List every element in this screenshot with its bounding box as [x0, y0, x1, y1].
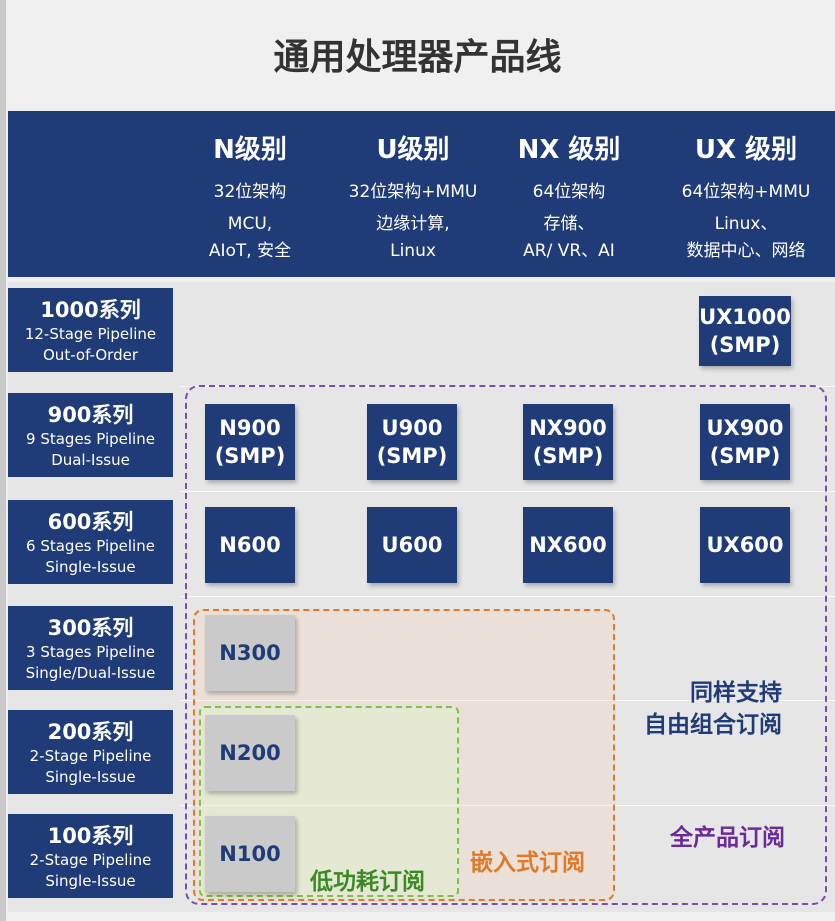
- level-name: NX 级别: [517, 135, 621, 165]
- chip-ux600: UX600: [700, 507, 790, 583]
- level-use: 边缘计算, Linux: [338, 211, 488, 265]
- chip-u900: U900 (SMP): [367, 404, 457, 480]
- row-divider: [180, 700, 835, 701]
- level-use-line: 数据中心、网络: [686, 241, 806, 261]
- level-use-line: AR/ VR、AI: [523, 241, 615, 261]
- level-use: 存储、 AR/ VR、AI: [494, 211, 644, 265]
- series-label-900: 900系列 9 Stages Pipeline Dual-Issue: [8, 393, 173, 477]
- series-pipeline: 3 Stages Pipeline: [26, 643, 155, 661]
- level-name: U级别: [376, 135, 450, 165]
- series-name: 600系列: [47, 510, 134, 534]
- level-use-line: 边缘计算,: [376, 214, 450, 234]
- series-label-200: 200系列 2-Stage Pipeline Single-Issue: [8, 710, 173, 794]
- level-use: Linux、 数据中心、网络: [671, 211, 821, 265]
- chip-nx900: NX900 (SMP): [523, 404, 613, 480]
- series-pipeline: 2-Stage Pipeline: [29, 851, 152, 869]
- series-issue: Dual-Issue: [51, 451, 130, 469]
- series-name: 300系列: [47, 616, 134, 640]
- series-label-100: 100系列 2-Stage Pipeline Single-Issue: [8, 814, 173, 898]
- level-column-n: N级别 32位架构 MCU, AIoT, 安全: [175, 111, 325, 277]
- left-edge-strip: [0, 0, 6, 921]
- level-column-nx: NX 级别 64位架构 存储、 AR/ VR、AI: [494, 111, 644, 277]
- series-name: 100系列: [47, 824, 134, 848]
- level-use: MCU, AIoT, 安全: [175, 211, 325, 265]
- row-divider: [180, 805, 835, 806]
- series-pipeline: 9 Stages Pipeline: [26, 430, 155, 448]
- low-power-subscription-label: 低功耗订阅: [310, 869, 425, 895]
- chip-ux1000: UX1000 (SMP): [699, 296, 791, 366]
- grid-background: [8, 282, 835, 912]
- chip-u600: U600: [367, 507, 457, 583]
- embedded-subscription-label: 嵌入式订阅: [470, 850, 585, 876]
- series-issue: Out-of-Order: [43, 346, 138, 364]
- full-subscription-label: 全产品订阅: [670, 825, 785, 851]
- series-pipeline: 12-Stage Pipeline: [24, 325, 157, 343]
- row-divider: [180, 491, 835, 492]
- level-column-u: U级别 32位架构+MMU 边缘计算, Linux: [338, 111, 488, 277]
- level-arch: 32位架构: [213, 182, 287, 202]
- series-pipeline: 2-Stage Pipeline: [29, 747, 152, 765]
- level-arch: 32位架构+MMU: [348, 182, 478, 202]
- chip-n300: N300: [205, 615, 295, 691]
- mix-subscription-line1: 同样支持: [690, 680, 782, 706]
- series-issue: Single-Issue: [45, 768, 136, 786]
- level-header: N级别 32位架构 MCU, AIoT, 安全 U级别 32位架构+MMU 边缘…: [8, 111, 835, 277]
- page-title: 通用处理器产品线: [273, 37, 562, 78]
- level-column-ux: UX 级别 64位架构+MMU Linux、 数据中心、网络: [671, 111, 821, 277]
- full-subscription-region: [185, 385, 827, 905]
- level-use-line: Linux、: [714, 214, 778, 234]
- series-pipeline: 6 Stages Pipeline: [26, 537, 155, 555]
- series-label-1000: 1000系列 12-Stage Pipeline Out-of-Order: [8, 288, 173, 372]
- series-issue: Single-Issue: [45, 872, 136, 890]
- row-divider: [180, 596, 835, 597]
- chip-n600: N600: [205, 507, 295, 583]
- level-name: N级别: [213, 135, 287, 165]
- series-name: 900系列: [47, 403, 134, 427]
- chip-nx600: NX600: [523, 507, 613, 583]
- series-name: 1000系列: [40, 298, 141, 322]
- level-arch: 64位架构: [532, 182, 606, 202]
- series-name: 200系列: [47, 720, 134, 744]
- level-use-line: 存储、: [543, 214, 595, 234]
- level-use-line: Linux: [390, 241, 436, 261]
- chip-n900: N900 (SMP): [205, 404, 295, 480]
- series-issue: Single-Issue: [45, 558, 136, 576]
- level-use-line: MCU,: [227, 214, 273, 234]
- chip-ux900: UX900 (SMP): [700, 404, 790, 480]
- mix-subscription-line2: 自由组合订阅: [644, 712, 782, 738]
- chip-n100: N100: [205, 816, 295, 892]
- series-issue: Single/Dual-Issue: [25, 664, 156, 682]
- series-label-300: 300系列 3 Stages Pipeline Single/Dual-Issu…: [8, 606, 173, 690]
- level-use-line: AIoT, 安全: [208, 241, 292, 261]
- level-arch: 64位架构+MMU: [681, 182, 811, 202]
- chip-n200: N200: [205, 715, 295, 791]
- series-label-600: 600系列 6 Stages Pipeline Single-Issue: [8, 500, 173, 584]
- level-name: UX 级别: [694, 135, 798, 165]
